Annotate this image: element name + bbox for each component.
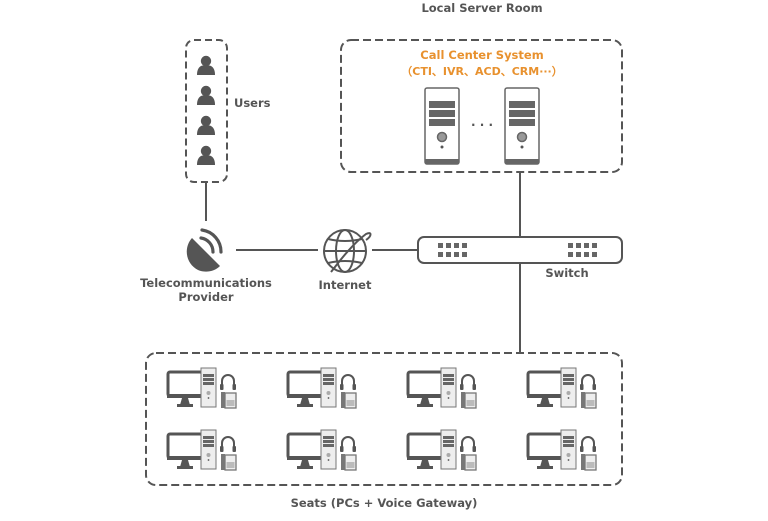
users-icon-group (197, 55, 215, 165)
server-room-title: Local Server Room (421, 1, 543, 15)
user-icon (197, 145, 215, 165)
workstation-icon (285, 428, 358, 472)
telecom-provider-label-line1: Telecommunications (140, 276, 272, 290)
user-icon (197, 55, 215, 75)
user-icon (197, 85, 215, 105)
server-room-box (340, 39, 623, 173)
server-ellipsis: · · · (470, 118, 494, 132)
globe-icon (323, 229, 372, 273)
users-group-box (185, 39, 228, 183)
workstation-icon (165, 428, 238, 472)
telecom-provider-label-line2: Provider (178, 290, 234, 304)
seats-grid (165, 366, 598, 472)
workstation-icon (405, 366, 478, 410)
seats-label: Seats (PCs + Voice Gateway) (290, 496, 478, 510)
user-icon (197, 115, 215, 135)
call-center-system-label: Call Center System (420, 48, 544, 62)
call-center-modules-label: （CTI、IVR、ACD、CRM···） (401, 65, 563, 78)
workstation-icon (525, 428, 598, 472)
switch-label: Switch (545, 266, 589, 280)
workstation-icon (165, 366, 238, 410)
internet-label: Internet (318, 278, 372, 292)
workstation-icon (405, 428, 478, 472)
workstation-icon (285, 366, 358, 410)
seats-group-box (145, 352, 623, 486)
server-tower-icon (504, 87, 540, 165)
satellite-dish-icon (186, 228, 223, 272)
network-switch-icon (417, 236, 623, 264)
workstation-icon (525, 366, 598, 410)
server-tower-icon (424, 87, 460, 165)
users-label: Users (234, 96, 271, 110)
